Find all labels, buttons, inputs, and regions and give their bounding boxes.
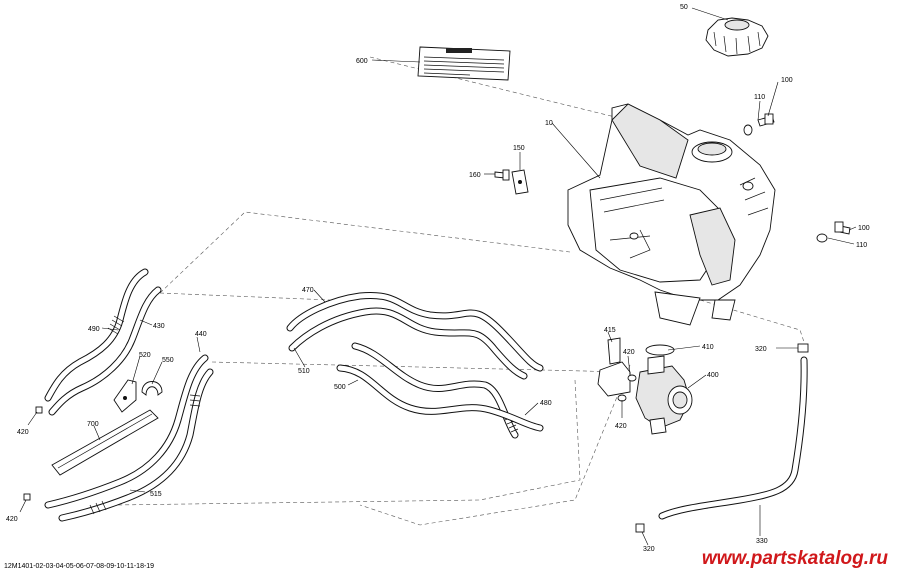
callout-420c: 420 [17, 429, 29, 436]
callout-515: 515 [150, 491, 162, 498]
callout-100b: 100 [858, 225, 870, 232]
callout-160: 160 [469, 172, 481, 179]
drawing-code: 12M1401-02-03-04-05-06-07-08-09-10-11-18… [4, 563, 155, 570]
protector-700 [51, 409, 159, 476]
callout-510: 510 [298, 368, 310, 375]
callout-labels: 50 600 10 100 110 150 160 100 110 470 49… [6, 4, 870, 553]
callout-470: 470 [302, 287, 314, 294]
callout-110a: 110 [754, 94, 765, 101]
callout-420d: 420 [6, 516, 18, 523]
bracket-150 [494, 169, 529, 195]
warning-label [417, 46, 511, 81]
hose-515 [58, 368, 214, 522]
callout-110b: 110 [856, 242, 867, 249]
callout-600: 600 [356, 58, 368, 65]
callout-415: 415 [604, 327, 616, 334]
callout-420a: 420 [623, 349, 635, 356]
callout-480: 480 [540, 400, 552, 407]
callout-420b: 420 [615, 423, 627, 430]
fuel-pump [597, 337, 693, 435]
callout-100a: 100 [781, 77, 793, 84]
watermark-link[interactable]: www.partskatalog.ru [701, 548, 888, 569]
callout-320a: 320 [755, 346, 767, 353]
hose-430 [48, 286, 162, 416]
hose-510 [288, 307, 528, 380]
callout-440: 440 [195, 331, 207, 338]
hose-490 [44, 268, 149, 402]
hose-330 [658, 356, 808, 520]
callout-320b: 320 [643, 546, 655, 553]
callout-490: 490 [88, 326, 100, 333]
callout-330: 330 [756, 538, 768, 545]
leader-lines [19, 7, 857, 546]
callout-430: 430 [153, 323, 165, 330]
callout-500: 500 [334, 384, 346, 391]
callout-10: 10 [545, 120, 553, 127]
hose-470 [286, 291, 544, 372]
clamp-550 [141, 381, 163, 396]
callout-410: 410 [702, 344, 714, 351]
callout-50: 50 [680, 4, 688, 11]
callout-400: 400 [707, 372, 719, 379]
fittings-420 [23, 406, 43, 501]
fuel-tank [567, 103, 776, 326]
hose-480 [336, 364, 544, 432]
callout-700: 700 [87, 421, 99, 428]
tank-fasteners [743, 113, 851, 243]
callout-150: 150 [513, 145, 525, 152]
callout-520: 520 [139, 352, 151, 359]
fuel-cap [705, 17, 769, 57]
callout-550: 550 [162, 357, 174, 364]
bracket-520 [113, 379, 137, 413]
hose-440 [44, 354, 209, 509]
